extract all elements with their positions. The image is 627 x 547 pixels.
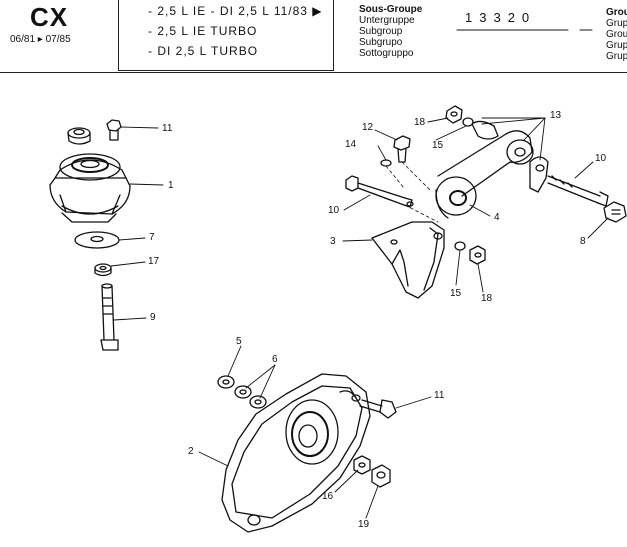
washer-15-bottom — [454, 241, 466, 251]
nut-19 — [371, 464, 391, 488]
callout-5: 5 — [236, 336, 242, 347]
stud-9 — [100, 283, 119, 351]
washer-5 — [217, 375, 235, 389]
callout-2: 2 — [188, 446, 194, 457]
date-range: 06/81 ▸ 07/85 — [10, 34, 71, 45]
bracket-13 — [471, 120, 549, 193]
washer-14 — [380, 159, 392, 167]
callout-15-top: 15 — [432, 140, 444, 151]
callout-1: 1 — [168, 180, 174, 191]
model-name: CX — [30, 2, 69, 32]
engine-box — [118, 0, 334, 71]
subgroup-title-it: Sottogruppo — [359, 48, 414, 59]
callout-8: 8 — [580, 236, 586, 247]
group-title-5: Grup — [606, 51, 627, 62]
washers-6 — [234, 385, 267, 409]
nut-8 — [603, 201, 627, 223]
callout-3: 3 — [330, 236, 336, 247]
nut-18-top — [445, 105, 463, 124]
callout-11-top: 11 — [162, 123, 173, 134]
nut-16 — [353, 455, 371, 475]
washer-15-top — [462, 117, 474, 127]
nut-18-bottom — [469, 245, 486, 265]
subgroup-title-en: Subgroup — [359, 26, 403, 37]
mounting-plate-2 — [221, 373, 371, 533]
group-title-4: Grup — [606, 40, 627, 51]
callout-19: 19 — [358, 519, 370, 530]
bolt-10-left — [345, 175, 414, 208]
callout-15-bottom: 15 — [450, 288, 462, 299]
callout-6: 6 — [272, 354, 278, 365]
callout-9: 9 — [150, 312, 156, 323]
group-title-3: Grou — [606, 29, 627, 40]
header-divider — [0, 72, 627, 73]
engine-line-1: - 2,5 L IE - DI 2,5 L 11/83 ▶ — [148, 4, 323, 18]
callout-11-bottom: 11 — [434, 390, 445, 401]
engine-mount-1 — [49, 153, 131, 223]
subgroup-number: 13320 — [465, 10, 537, 25]
callout-18-bottom: 18 — [481, 293, 493, 304]
callout-10-left: 10 — [328, 205, 340, 216]
leader-lines — [110, 117, 609, 519]
bolt-10-right — [547, 175, 609, 207]
engine-line-3: - DI 2,5 L TURBO — [148, 44, 259, 58]
washer-7 — [74, 231, 120, 249]
rubber-cap — [67, 127, 91, 145]
subgroup-title-fr: Sous-Groupe — [359, 4, 423, 15]
subgroup-title-de: Untergruppe — [359, 15, 415, 26]
callout-7: 7 — [149, 232, 155, 243]
alignment-lines — [385, 161, 439, 223]
callout-16: 16 — [322, 491, 334, 502]
nut-17 — [94, 263, 112, 277]
bracket-3 — [371, 221, 445, 299]
bolt-11-bottom — [359, 399, 397, 419]
subgroup-title-es: Subgrupo — [359, 37, 403, 48]
engine-line-2: - 2,5 L IE TURBO — [148, 24, 258, 38]
torque-rod-4 — [435, 130, 534, 219]
group-title-2: Grup — [606, 18, 627, 29]
callout-4: 4 — [494, 212, 500, 223]
callout-14: 14 — [345, 139, 357, 150]
group-title-1: Grou — [606, 7, 627, 18]
callout-18-top: 18 — [414, 117, 426, 128]
callout-17: 17 — [148, 256, 160, 267]
bolt-11-top — [106, 119, 122, 141]
callout-12: 12 — [362, 122, 374, 133]
callout-13: 13 — [550, 110, 562, 121]
callout-10-right: 10 — [595, 153, 607, 164]
